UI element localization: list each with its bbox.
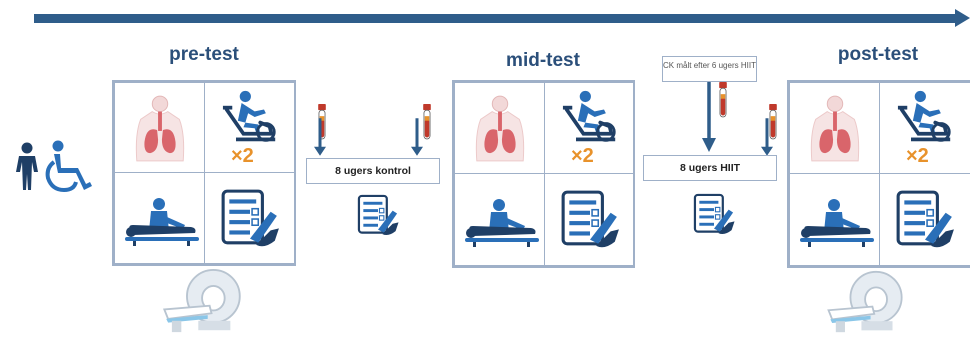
down-arrow-icon <box>411 118 423 156</box>
down-arrow-icon <box>314 118 326 156</box>
questionnaire-icon <box>692 192 736 236</box>
ck-note-box: CK målt efter 6 ugers HIIT <box>662 56 757 82</box>
exercise-bike-icon <box>557 89 623 145</box>
down-arrow-icon <box>761 118 773 156</box>
pre-quest-cell <box>204 172 296 264</box>
questionnaire-icon <box>219 187 281 249</box>
mid-bike-cell: ×2 <box>544 82 635 174</box>
questionnaire-icon <box>559 188 621 250</box>
down-arrow-icon <box>702 82 716 152</box>
post-massage-cell <box>789 173 880 266</box>
massage-table-icon <box>121 197 201 247</box>
pre-test-grid: ×2 <box>112 80 296 266</box>
mid-test-grid: ×2 <box>452 80 635 268</box>
multiplier-label: ×2 <box>571 145 594 167</box>
multiplier-label: ×2 <box>231 145 254 167</box>
questionnaire-icon <box>356 193 400 237</box>
control-period-box: 8 ugers kontrol <box>306 158 440 184</box>
post-quest-cell <box>879 173 970 266</box>
lungs-icon <box>471 95 529 163</box>
exercise-bike-icon <box>217 89 283 145</box>
post-test-title: post-test <box>837 44 919 65</box>
pre-test-title: pre-test <box>169 44 239 65</box>
massage-table-icon <box>796 198 876 248</box>
massage-table-icon <box>461 198 541 248</box>
timeline-arrow <box>34 14 959 23</box>
mid-massage-cell <box>454 173 545 266</box>
pre-massage-cell <box>114 172 205 264</box>
person-icon <box>12 142 42 192</box>
blood-tube-icon <box>717 82 729 120</box>
lungs-icon <box>131 95 189 163</box>
wheelchair-icon <box>44 140 96 194</box>
mid-quest-cell <box>544 173 635 266</box>
post-bike-cell: ×2 <box>879 82 970 174</box>
questionnaire-icon <box>894 188 956 250</box>
hiit-period-box: 8 ugers HIIT <box>643 155 777 181</box>
pre-bike-cell: ×2 <box>204 82 296 173</box>
pre-lungs-cell <box>114 82 205 173</box>
exercise-bike-icon <box>892 89 958 145</box>
mri-scanner-icon <box>160 268 246 334</box>
lungs-icon <box>806 95 864 163</box>
post-lungs-cell <box>789 82 880 174</box>
mid-test-title: mid-test <box>506 50 580 71</box>
mri-scanner-icon <box>824 270 908 334</box>
mid-lungs-cell <box>454 82 545 174</box>
timeline-arrowhead <box>955 9 970 27</box>
post-test-grid: ×2 <box>787 80 970 268</box>
multiplier-label: ×2 <box>906 145 929 167</box>
